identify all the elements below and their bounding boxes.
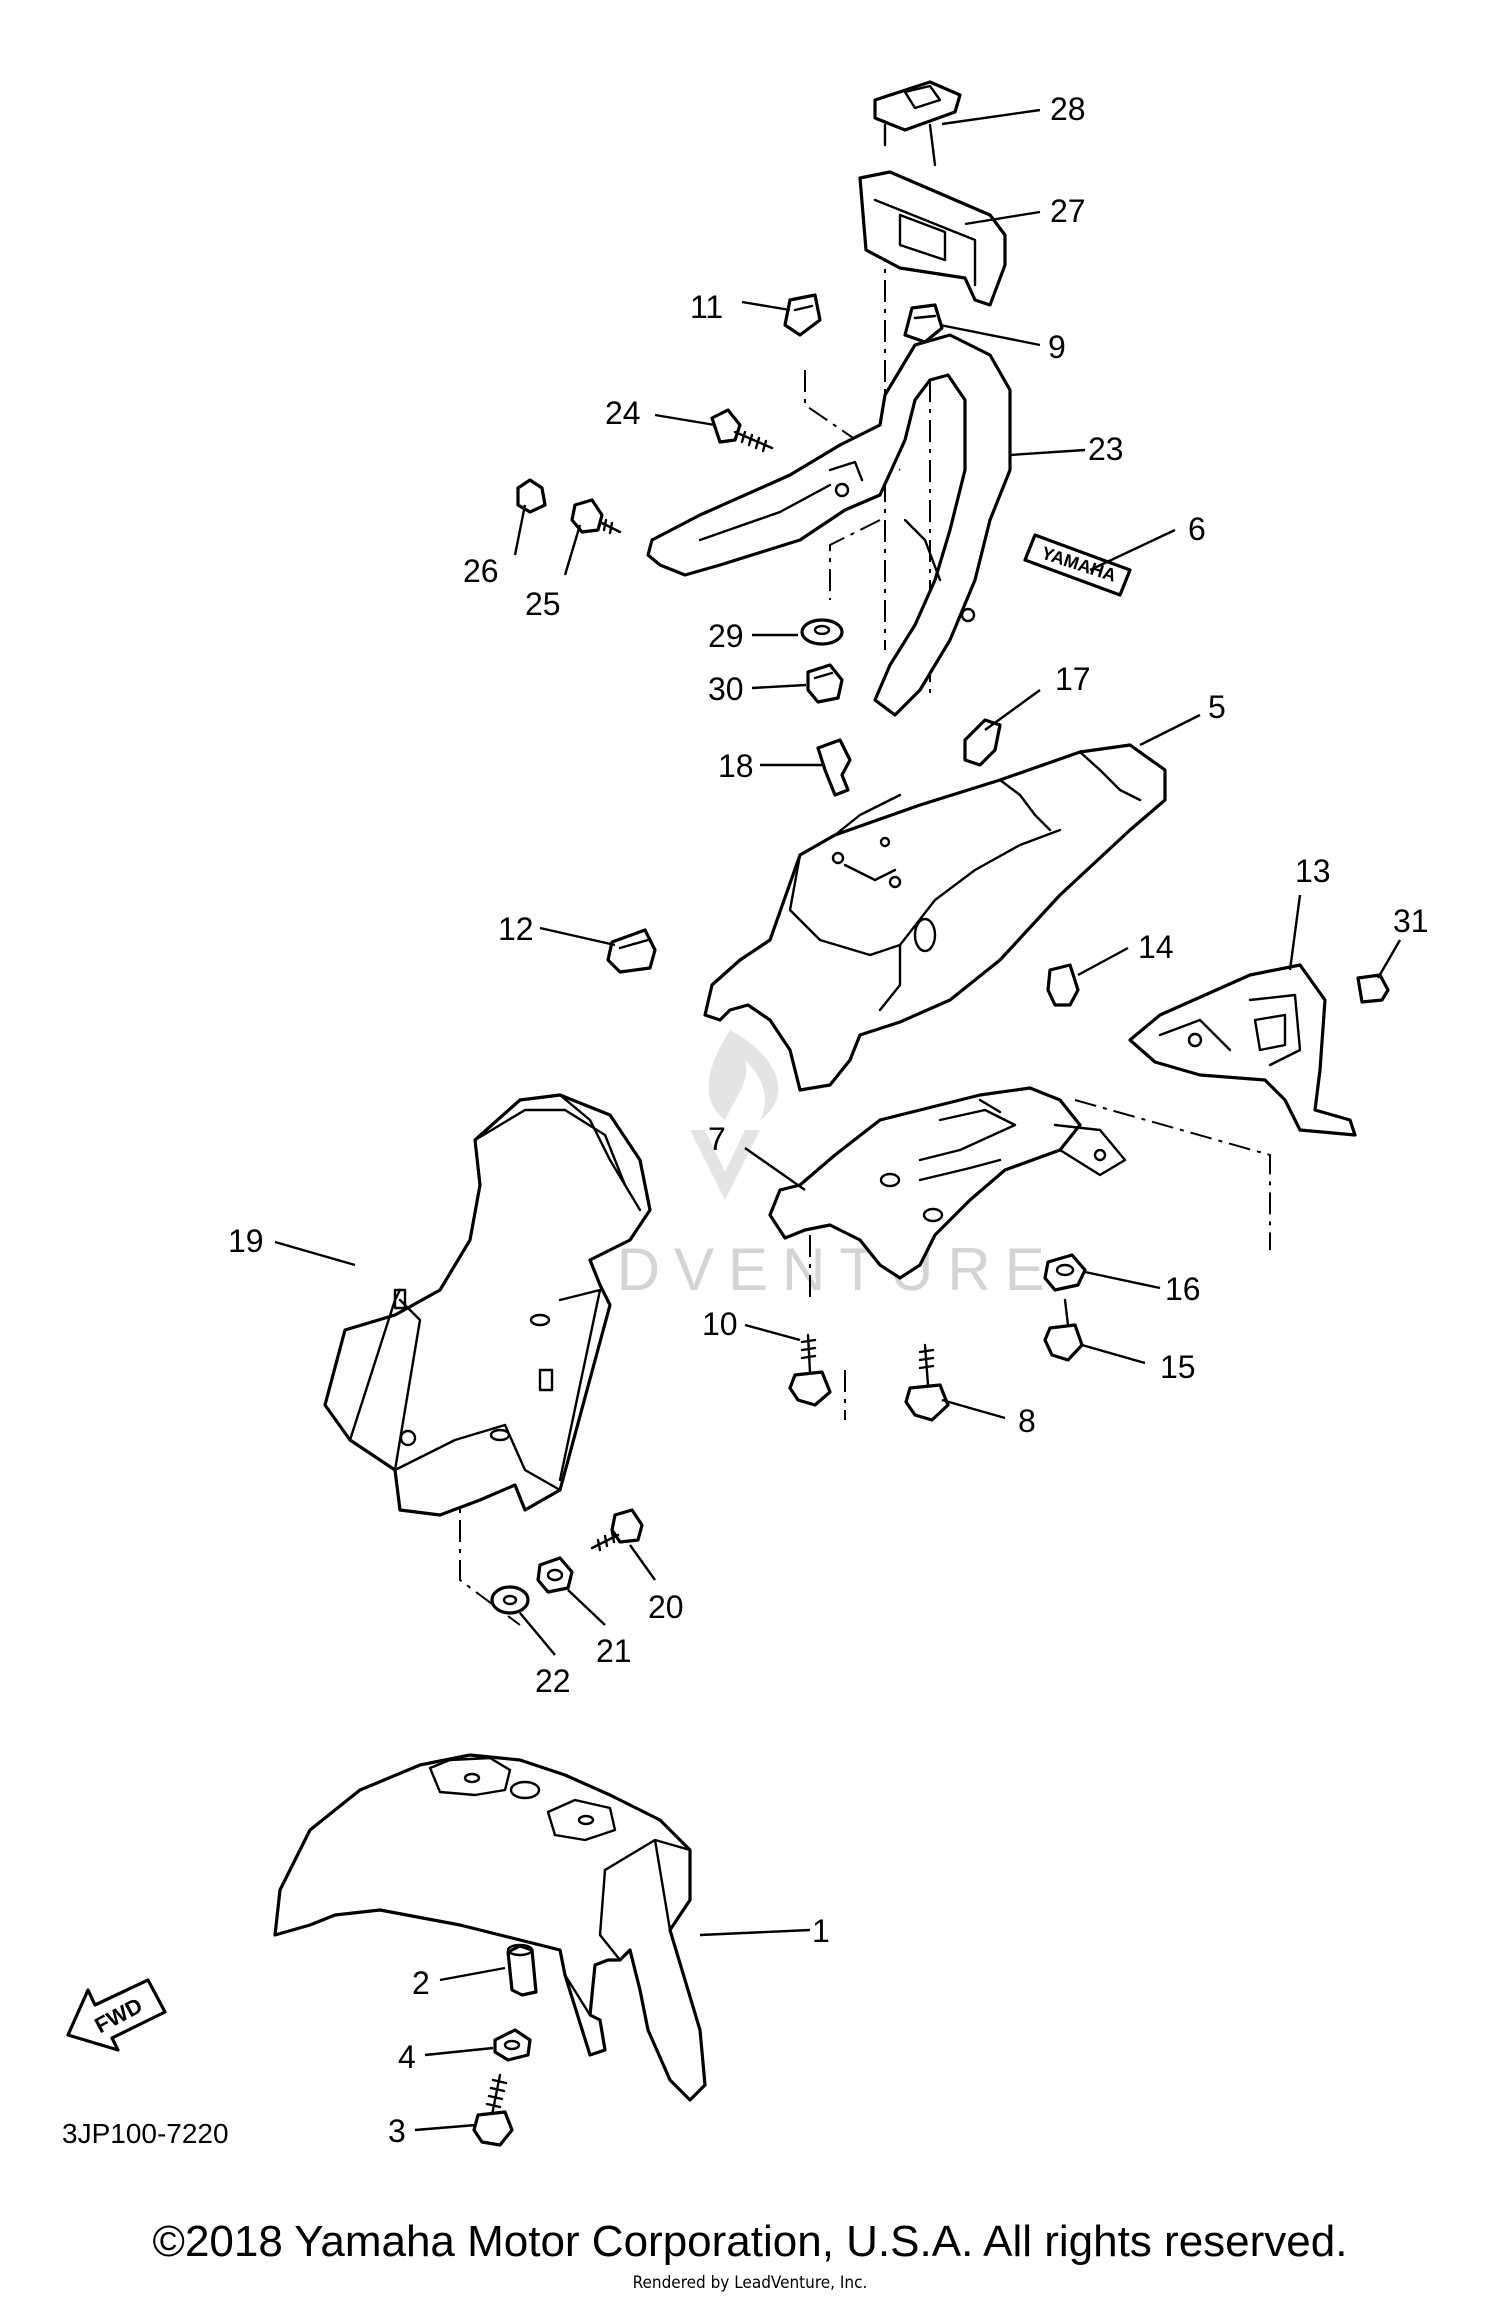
part-25-knob-bolt <box>570 498 622 535</box>
part-21-nut <box>536 1556 574 1594</box>
part-28-bracket <box>873 80 962 167</box>
part-19-front-fender-upper <box>323 1093 652 1517</box>
label-20: 20 <box>648 1589 684 1625</box>
label-12: 12 <box>498 911 534 947</box>
part-11-nut <box>783 293 822 337</box>
part-8-bolt <box>904 1343 950 1422</box>
fwd-arrow-icon: FWD <box>66 1978 167 2052</box>
label-27: 27 <box>1050 193 1086 229</box>
part-22-washer <box>490 1585 530 1615</box>
label-3: 3 <box>388 2113 406 2149</box>
diagram-code: 3JP100-7220 <box>62 2118 229 2149</box>
part-6-sticker: YAMAHA <box>1023 533 1132 597</box>
label-17: 17 <box>1055 661 1091 697</box>
part-9-nut <box>903 303 944 344</box>
part-1-front-fender <box>273 1753 707 2102</box>
part-29-washer <box>800 618 844 646</box>
part-31-pad <box>1356 973 1390 1004</box>
label-13: 13 <box>1295 853 1331 889</box>
label-2: 2 <box>412 1965 430 2001</box>
rendered-by-credit: Rendered by LeadVenture, Inc. <box>633 2273 868 2293</box>
part-7-inner-fender <box>768 1086 1127 1280</box>
part-13-rear-piece <box>1128 963 1357 1137</box>
label-29: 29 <box>708 618 744 654</box>
part-12-cap <box>606 928 657 974</box>
part-16-nut <box>1043 1253 1087 1292</box>
part-20-bolt <box>590 1508 644 1552</box>
label-24: 24 <box>605 395 641 431</box>
part-30-nut <box>806 663 844 704</box>
label-28: 28 <box>1050 91 1086 127</box>
part-27-seat-mount <box>858 170 1007 307</box>
part-15-bolt <box>1043 1298 1084 1362</box>
label-14: 14 <box>1138 929 1174 965</box>
part-2-collar <box>506 1943 538 1997</box>
label-9: 9 <box>1048 329 1066 365</box>
part-5-rear-fender <box>703 743 1167 1092</box>
label-6: 6 <box>1188 511 1206 547</box>
label-23: 23 <box>1088 431 1124 467</box>
label-4: 4 <box>398 2039 416 2075</box>
label-21: 21 <box>596 1633 632 1669</box>
watermark-v-icon <box>690 1130 760 1200</box>
label-18: 18 <box>718 748 754 784</box>
part-23-grab-bar <box>646 333 1012 717</box>
label-30: 30 <box>708 671 744 707</box>
part-10-bolt <box>788 1333 832 1407</box>
part-4-nut <box>493 2028 532 2062</box>
label-31: 31 <box>1393 903 1429 939</box>
label-22: 22 <box>535 1663 571 1699</box>
part-26-cap-nut <box>516 478 547 514</box>
label-5: 5 <box>1208 689 1226 725</box>
label-8: 8 <box>1018 1403 1036 1439</box>
copyright-notice: ©2018 Yamaha Motor Corporation, U.S.A. A… <box>153 2217 1348 2266</box>
label-7: 7 <box>708 1121 726 1157</box>
part-number-labels: 28 27 11 9 23 24 26 25 6 29 30 18 17 5 1… <box>228 91 1429 2149</box>
label-1: 1 <box>812 1913 830 1949</box>
watermark-flame-icon <box>708 1030 779 1120</box>
label-10: 10 <box>702 1306 738 1342</box>
label-26: 26 <box>463 553 499 589</box>
label-25: 25 <box>525 586 561 622</box>
part-24-bolt <box>710 408 774 453</box>
label-15: 15 <box>1160 1349 1196 1385</box>
part-18-clip <box>816 738 852 797</box>
label-11: 11 <box>690 289 723 325</box>
label-16: 16 <box>1165 1271 1201 1307</box>
part-14-grommet <box>1046 963 1080 1007</box>
part-17-clip <box>963 718 1002 767</box>
part-3-bolt <box>472 2073 514 2147</box>
leader-lines <box>274 108 1402 2132</box>
label-19: 19 <box>228 1223 264 1259</box>
